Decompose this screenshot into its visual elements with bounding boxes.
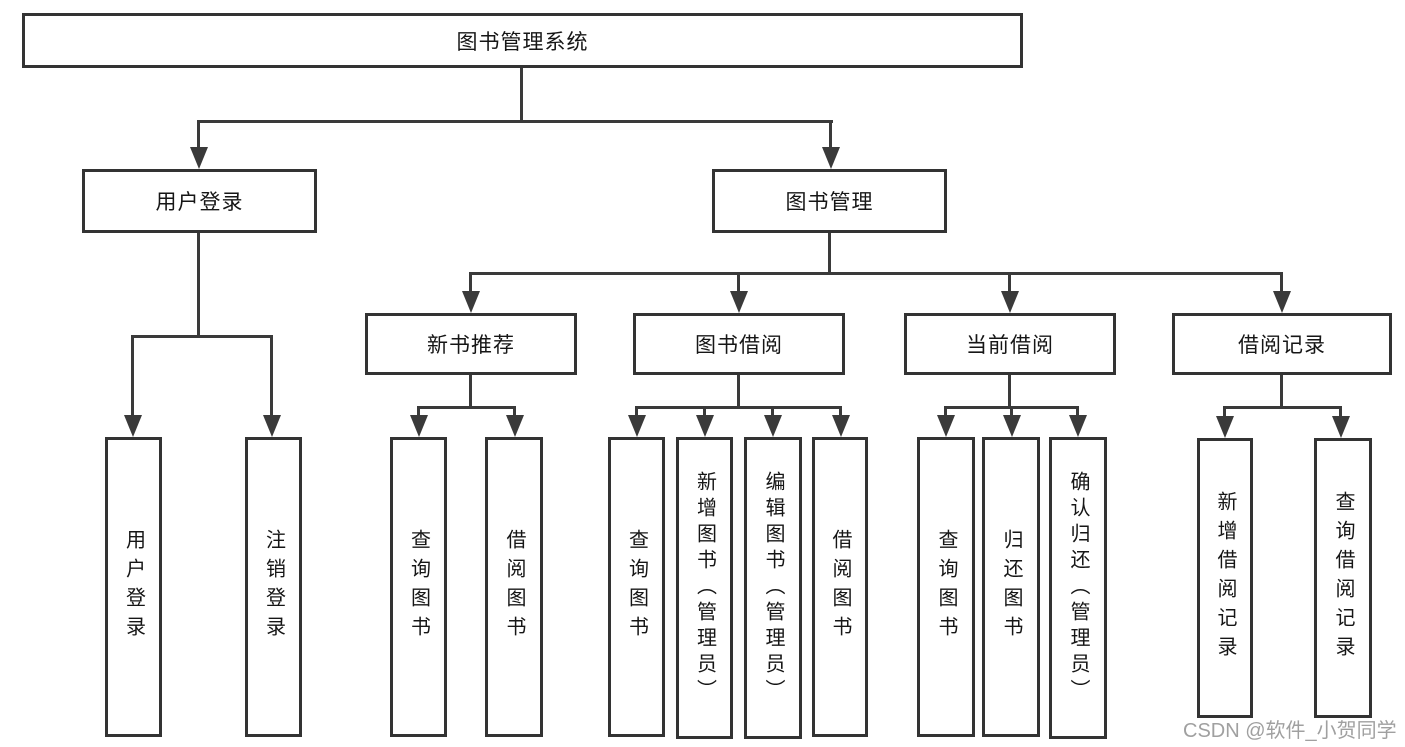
node-label: 归还图书	[1000, 529, 1022, 645]
connector-line	[131, 335, 273, 338]
connector-line	[197, 120, 833, 123]
node-label: 查询图书	[407, 529, 430, 645]
leaf-logout: 注销登录	[245, 437, 302, 737]
arrow-down-icon	[937, 415, 955, 437]
arrow-down-icon	[410, 415, 428, 437]
leaf-user-login: 用户登录	[105, 437, 162, 737]
node-label: 借阅记录	[1238, 334, 1326, 357]
connector-line	[703, 406, 706, 417]
connector-line	[635, 406, 638, 417]
connector-line	[1223, 406, 1226, 417]
arrow-down-icon	[1001, 291, 1019, 313]
connector-line	[771, 406, 774, 417]
arrow-down-icon	[696, 415, 714, 437]
node-borrowing-records: 借阅记录	[1172, 313, 1392, 375]
connector-line	[513, 406, 516, 417]
arrow-down-icon	[730, 291, 748, 313]
node-label: 借阅图书	[503, 529, 525, 645]
leaf-query-borrow-record: 查询借阅记录	[1314, 438, 1372, 718]
connector-line	[469, 272, 472, 293]
leaf-return-books: 归还图书	[982, 437, 1040, 737]
connector-line	[417, 406, 516, 409]
leaf-query-books-recommend: 查询图书	[390, 437, 447, 737]
node-label: 查询图书	[935, 529, 957, 645]
connector-line	[1076, 406, 1079, 417]
leaf-add-books-admin: 新增图书（管理员）	[676, 437, 733, 739]
connector-line	[839, 406, 842, 417]
connector-line	[197, 233, 200, 335]
leaf-borrow-books: 借阅图书	[812, 437, 868, 737]
arrow-down-icon	[1003, 415, 1021, 437]
node-label: 查询借阅记录	[1332, 491, 1354, 665]
connector-line	[944, 406, 947, 417]
connector-line	[635, 406, 842, 409]
connector-line	[469, 375, 472, 406]
node-label: 当前借阅	[966, 334, 1054, 357]
connector-line	[417, 406, 420, 417]
arrow-down-icon	[832, 415, 850, 437]
arrow-down-icon	[628, 415, 646, 437]
node-label: 图书管理系统	[456, 30, 589, 54]
leaf-confirm-return-admin: 确认归还（管理员）	[1049, 437, 1107, 739]
node-label: 用户登录	[155, 191, 244, 214]
connector-line	[197, 120, 200, 148]
node-label: 新书推荐	[427, 334, 515, 357]
node-user-login: 用户登录	[82, 169, 317, 233]
leaf-borrow-books-recommend: 借阅图书	[485, 437, 543, 737]
node-label: 编辑图书（管理员）	[762, 471, 784, 705]
connector-line	[1010, 406, 1013, 417]
connector-line	[270, 335, 273, 417]
node-book-borrowing: 图书借阅	[633, 313, 845, 375]
connector-line	[737, 272, 740, 293]
connector-line	[737, 375, 740, 406]
connector-line	[520, 68, 523, 120]
connector-line	[469, 272, 1283, 275]
csdn-watermark: CSDN @软件_小贺同学	[1183, 720, 1397, 742]
connector-line	[1223, 406, 1342, 409]
node-label: 新增图书（管理员）	[693, 471, 716, 705]
arrow-down-icon	[462, 291, 480, 313]
arrow-down-icon	[1069, 415, 1087, 437]
arrow-down-icon	[1332, 416, 1350, 438]
arrow-down-icon	[263, 415, 281, 437]
connector-line	[828, 233, 831, 272]
connector-line	[131, 335, 134, 417]
leaf-edit-books-admin: 编辑图书（管理员）	[744, 437, 802, 739]
node-new-book-recommendation: 新书推荐	[365, 313, 577, 375]
node-label: 图书借阅	[695, 334, 783, 357]
leaf-query-books-current: 查询图书	[917, 437, 975, 737]
connector-line	[1339, 406, 1342, 417]
arrow-down-icon	[190, 147, 208, 169]
node-root-library-management-system: 图书管理系统	[22, 13, 1023, 68]
arrow-down-icon	[764, 415, 782, 437]
node-label: 注销登录	[262, 529, 285, 645]
arrow-down-icon	[1216, 416, 1234, 438]
connector-line	[1008, 375, 1011, 406]
arrow-down-icon	[1273, 291, 1291, 313]
node-label: 查询图书	[625, 529, 648, 645]
node-label: 确认归还（管理员）	[1067, 471, 1089, 705]
arrow-down-icon	[822, 147, 840, 169]
connector-line	[1280, 272, 1283, 293]
node-label: 新增借阅记录	[1214, 491, 1236, 665]
arrow-down-icon	[124, 415, 142, 437]
node-label: 图书管理	[785, 191, 874, 214]
leaf-query-books-borrowing: 查询图书	[608, 437, 665, 737]
arrow-down-icon	[506, 415, 524, 437]
connector-line	[1008, 272, 1011, 293]
node-book-management: 图书管理	[712, 169, 947, 233]
node-label: 借阅图书	[829, 529, 851, 645]
connector-line	[1280, 375, 1283, 406]
node-label: 用户登录	[122, 529, 145, 645]
connector-line	[829, 120, 832, 148]
leaf-add-borrow-record: 新增借阅记录	[1197, 438, 1253, 718]
node-current-borrowing: 当前借阅	[904, 313, 1116, 375]
